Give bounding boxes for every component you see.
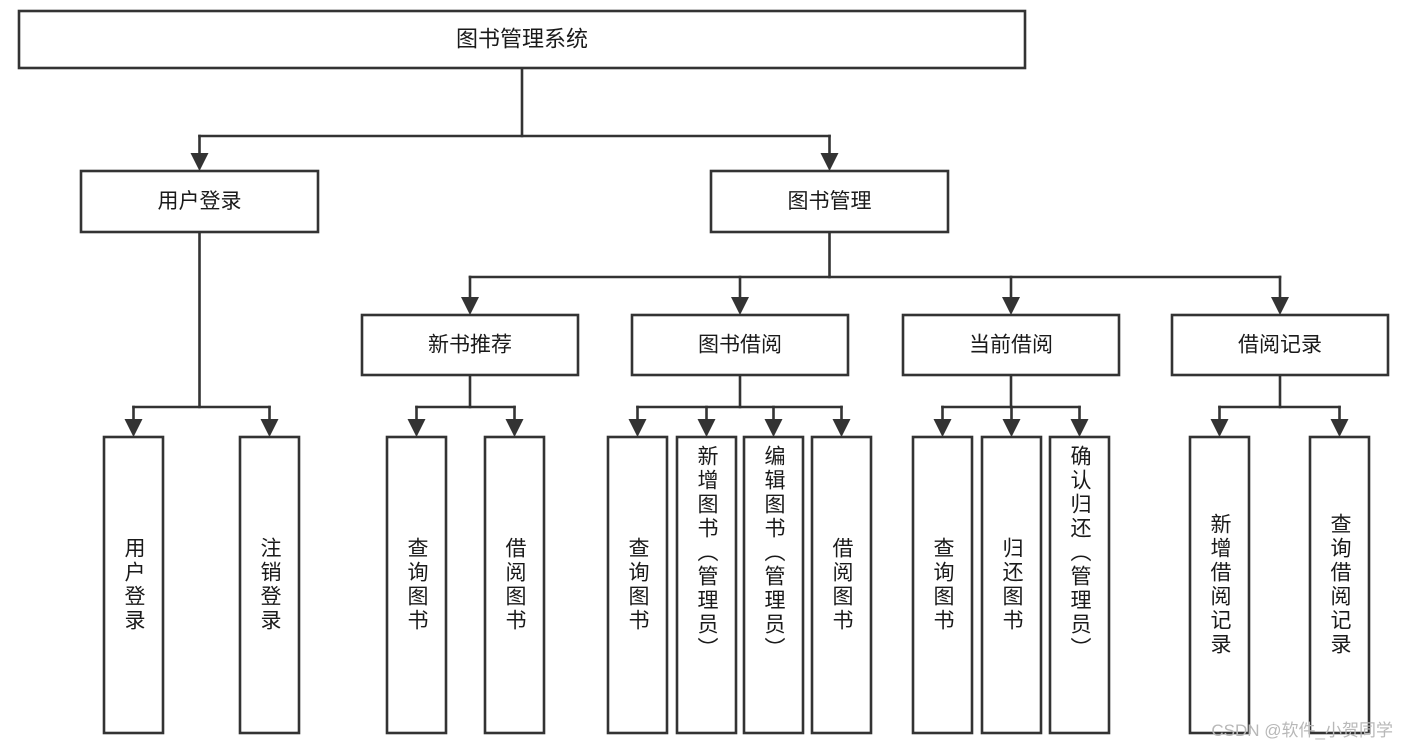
node-box-leaf-confirm-return-admin[interactable] <box>1048 435 1111 735</box>
arrow-head-book-management-2 <box>1002 297 1020 315</box>
node-box-leaf-borrow-book[interactable] <box>810 435 873 735</box>
node-box-leaf-return-book[interactable] <box>980 435 1043 735</box>
node-box-book-management[interactable] <box>709 169 950 234</box>
arrow-head-leaves-book-borrow-3 <box>832 419 851 437</box>
node-label-new-book-recommend: 新书推荐 <box>428 334 512 357</box>
node-box-root[interactable] <box>17 9 1027 70</box>
node-box-leaf-logout-login[interactable] <box>238 435 301 735</box>
node-label-user-login: 用户登录 <box>158 190 242 213</box>
node-label-borrow-record: 借阅记录 <box>1238 334 1322 357</box>
arrow-head-leaves-book-borrow-0 <box>628 419 647 437</box>
node-box-new-book-recommend[interactable] <box>360 313 580 377</box>
boxes-layer <box>17 9 1390 735</box>
node-label-book-management: 图书管理 <box>788 190 872 213</box>
node-box-leaf-query-book-borrow[interactable] <box>606 435 669 735</box>
arrow-head-root-1 <box>820 153 839 171</box>
node-label-book-borrow: 图书借阅 <box>698 334 782 357</box>
arrow-head-leaves-borrow-record-1 <box>1330 419 1349 437</box>
arrow-head-leaves-user-login-1 <box>260 419 279 437</box>
arrow-head-leaves-new-book-recommend-0 <box>407 419 426 437</box>
node-box-borrow-record[interactable] <box>1170 313 1390 377</box>
arrow-head-leaves-user-login-0 <box>124 419 143 437</box>
arrow-head-root-0 <box>190 153 209 171</box>
node-label-current-borrow: 当前借阅 <box>969 334 1053 357</box>
node-box-current-borrow[interactable] <box>901 313 1121 377</box>
node-box-leaf-add-book-admin[interactable] <box>675 435 738 735</box>
connectors-layer <box>124 66 1349 437</box>
arrow-head-leaves-borrow-record-0 <box>1210 419 1229 437</box>
arrow-head-leaves-current-borrow-0 <box>933 419 952 437</box>
arrow-head-leaves-book-borrow-2 <box>764 419 783 437</box>
arrow-head-leaves-current-borrow-1 <box>1002 419 1021 437</box>
node-box-leaf-query-borrow-record[interactable] <box>1308 435 1371 735</box>
node-box-leaf-user-login[interactable] <box>102 435 165 735</box>
arrow-head-leaves-book-borrow-1 <box>697 419 716 437</box>
node-label-root: 图书管理系统 <box>456 26 588 51</box>
node-box-leaf-borrow-book-recommend[interactable] <box>483 435 546 735</box>
arrow-head-book-management-3 <box>1271 297 1289 315</box>
arrow-head-leaves-new-book-recommend-1 <box>505 419 524 437</box>
arrow-head-leaves-current-borrow-2 <box>1070 419 1089 437</box>
node-box-leaf-edit-book-admin[interactable] <box>742 435 805 735</box>
node-box-leaf-query-book-recommend[interactable] <box>385 435 448 735</box>
node-box-leaf-query-book-current[interactable] <box>911 435 974 735</box>
arrow-head-book-management-1 <box>731 297 749 315</box>
node-box-user-login[interactable] <box>79 169 320 234</box>
node-box-leaf-add-borrow-record[interactable] <box>1188 435 1251 735</box>
arrow-head-book-management-0 <box>461 297 479 315</box>
node-box-book-borrow[interactable] <box>630 313 850 377</box>
